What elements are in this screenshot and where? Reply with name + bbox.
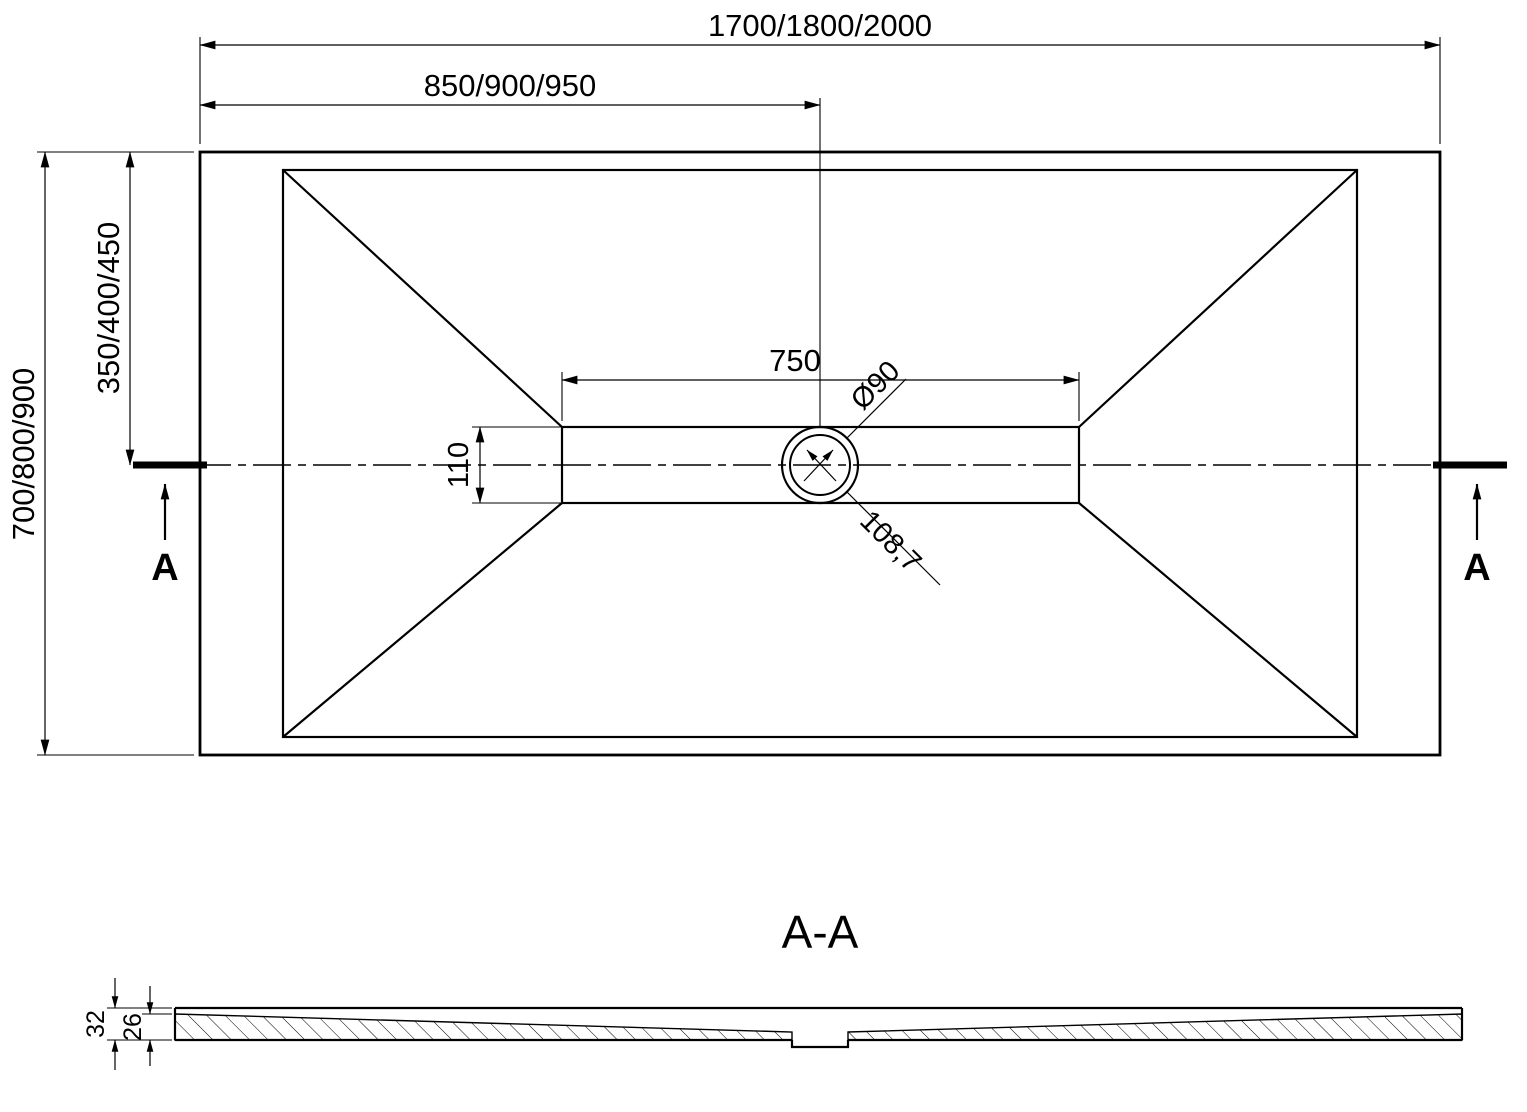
section-material-left xyxy=(174,1013,793,1041)
slope-line-top-right xyxy=(1078,169,1358,428)
dim-drain-offset: 108,7 xyxy=(853,505,927,579)
leader-drain-diameter xyxy=(845,378,907,440)
drain-flow-arrow-left xyxy=(806,449,837,482)
dim-center-width: 850/900/950 xyxy=(424,68,596,103)
section-title: A-A xyxy=(782,906,859,958)
slope-line-top-left xyxy=(282,169,563,428)
dim-center-depth: 350/400/450 xyxy=(91,222,126,394)
slope-line-bottom-left xyxy=(282,502,563,738)
dim-body-height: 26 xyxy=(119,1013,147,1041)
dim-overall-width: 1700/1800/2000 xyxy=(708,8,932,43)
section-material-right xyxy=(847,1013,1463,1041)
leader-drain-offset xyxy=(845,490,941,586)
top-view: 1700/1800/2000 850/900/950 700/800/900 3… xyxy=(6,8,1507,757)
dim-edge-height: 32 xyxy=(82,1010,110,1038)
dim-channel-length: 750 xyxy=(769,343,821,378)
section-drain-notch xyxy=(790,1040,850,1049)
dim-overall-depth: 700/800/900 xyxy=(6,368,41,540)
section-label-left: A xyxy=(151,547,178,589)
drain-inner-circle xyxy=(789,434,851,496)
slope-line-bottom-right xyxy=(1078,502,1358,738)
dim-drain-diameter: Ø90 xyxy=(845,355,906,416)
drain-flow-arrow-right xyxy=(803,449,834,482)
section-label-right: A xyxy=(1463,547,1490,589)
section-view: A-A 32 26 xyxy=(82,906,1464,1070)
dim-channel-width: 110 xyxy=(443,442,475,488)
